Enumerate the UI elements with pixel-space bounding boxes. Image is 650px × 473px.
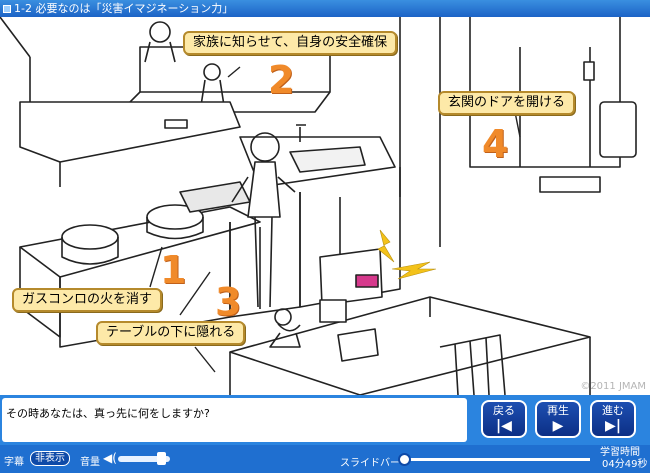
subtitle-toggle-button[interactable]: 非表示 bbox=[30, 451, 70, 466]
callout-turn-off-gas: ガスコンロの火を消す bbox=[12, 288, 163, 312]
volume-slider[interactable] bbox=[118, 456, 170, 462]
slide-bar-track[interactable] bbox=[400, 458, 590, 461]
play-icon: ▶ bbox=[552, 418, 564, 434]
callout-label: ガスコンロの火を消す bbox=[22, 292, 153, 307]
slide-bar-handle[interactable] bbox=[398, 453, 411, 466]
next-label: 進む bbox=[602, 404, 624, 417]
study-time-value: 04分49秒 bbox=[602, 459, 648, 470]
study-time-label: 学習時間 bbox=[600, 447, 640, 458]
speaker-icon[interactable]: ◀( bbox=[103, 451, 117, 465]
illustration-scene: 家族に知らせて、自身の安全確保 2 玄関のドアを開ける 4 1 ガスコンロの火を… bbox=[0, 17, 650, 395]
callout-label: 玄関のドアを開ける bbox=[448, 95, 566, 110]
play-label: 再生 bbox=[547, 404, 569, 417]
control-bar: 字幕 非表示 音量 ◀( スライドバー 学習時間 04分49秒 bbox=[0, 445, 650, 473]
callout-number-1: 1 bbox=[160, 248, 187, 292]
callout-number-4: 4 bbox=[482, 122, 509, 166]
next-button[interactable]: 進む ▶| bbox=[590, 400, 636, 438]
back-button[interactable]: 戻る |◀ bbox=[481, 400, 527, 438]
window-icon bbox=[3, 5, 11, 13]
play-button[interactable]: 再生 ▶ bbox=[535, 400, 581, 438]
skip-forward-icon: ▶| bbox=[605, 418, 621, 434]
callout-open-door: 玄関のドアを開ける bbox=[438, 91, 576, 115]
kitchen-illustration bbox=[0, 17, 637, 395]
callout-label: テーブルの下に隠れる bbox=[106, 325, 236, 340]
copyright-notice: ©2011 JMAM bbox=[580, 381, 646, 392]
callout-label: 家族に知らせて、自身の安全確保 bbox=[193, 35, 388, 50]
window-title: 1-2 必要なのは「災害イマジネーション力」 bbox=[14, 2, 234, 15]
question-text: その時あなたは、真っ先に何をしますか? bbox=[2, 398, 467, 442]
callout-number-2: 2 bbox=[268, 58, 295, 102]
subtitle-label: 字幕 bbox=[4, 457, 24, 468]
volume-slider-handle[interactable] bbox=[156, 452, 166, 465]
callout-warn-family: 家族に知らせて、自身の安全確保 bbox=[183, 31, 398, 55]
callout-hide-under-table: テーブルの下に隠れる bbox=[96, 321, 246, 345]
window-title-bar: 1-2 必要なのは「災害イマジネーション力」 bbox=[0, 0, 650, 17]
volume-label: 音量 bbox=[80, 457, 100, 468]
callout-number-3: 3 bbox=[215, 280, 242, 324]
skip-back-icon: |◀ bbox=[496, 418, 512, 434]
back-label: 戻る bbox=[493, 404, 515, 417]
slide-bar-label: スライドバー bbox=[340, 458, 400, 469]
